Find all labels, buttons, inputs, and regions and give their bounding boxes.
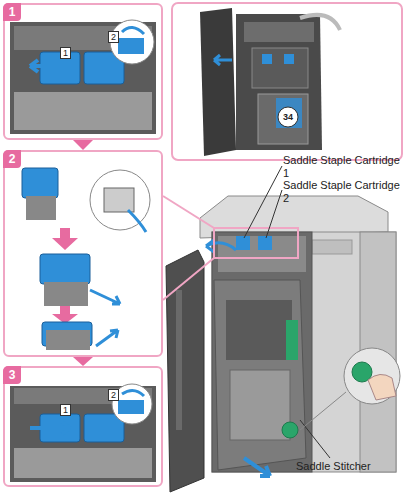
- step-number: 2: [3, 150, 21, 168]
- part-label: Saddle Staple Cartridge 2: [283, 179, 401, 205]
- step-arrow: [73, 357, 93, 366]
- step-number: 3: [3, 366, 21, 384]
- step-arrow: [73, 140, 93, 150]
- step-panel: 1: [3, 3, 163, 140]
- part-number: 34: [279, 108, 297, 126]
- callout-number: 2: [108, 31, 119, 43]
- step-panel: 3: [3, 366, 163, 487]
- arrow-shape: [73, 357, 93, 366]
- part-label: Saddle Stitcher: [296, 460, 371, 473]
- step-number: 1: [3, 3, 21, 21]
- callout-number: 1: [60, 47, 71, 59]
- step-panel: 2: [3, 150, 163, 357]
- arrow-shape: [73, 140, 93, 150]
- callout-number: 1: [60, 404, 71, 416]
- part-label: Saddle Staple Cartridge 1: [283, 154, 401, 180]
- callout-number: 2: [108, 389, 119, 401]
